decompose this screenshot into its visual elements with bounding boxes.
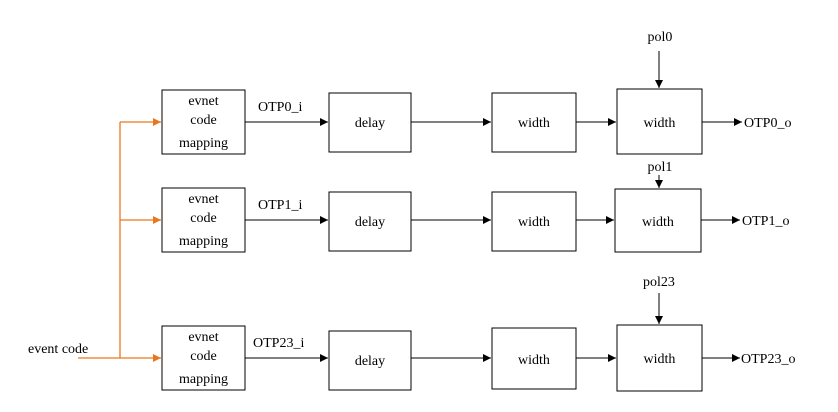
mapping-label-line2: code xyxy=(190,211,216,226)
mapping-box xyxy=(161,325,246,391)
width-box-1 xyxy=(491,92,577,153)
signal-out-label: OTP1_o xyxy=(742,214,789,229)
mapping-label-line2: code xyxy=(190,113,216,128)
width-label-2: width xyxy=(644,352,676,367)
mapping-label-line2: code xyxy=(190,349,216,364)
signal-out-label: OTP0_o xyxy=(744,116,791,131)
width-label-2: width xyxy=(644,116,676,131)
signal-in-label: OTP23_i xyxy=(253,336,304,351)
input-label: event code xyxy=(28,342,88,357)
channel-row: evnet code mapping OTP23_i delay width w… xyxy=(161,275,795,392)
mapping-box xyxy=(161,187,246,253)
width-label-1: width xyxy=(518,116,550,131)
mapping-label-line3: mapping xyxy=(179,234,228,249)
delay-label: delay xyxy=(355,116,385,131)
width-label-2: width xyxy=(642,215,674,230)
mapping-label-line1: evnet xyxy=(188,330,218,345)
pol-label: pol23 xyxy=(643,275,675,290)
signal-in-label: OTP0_i xyxy=(258,100,302,115)
width-box-1 xyxy=(491,327,577,390)
pol-label: pol1 xyxy=(648,160,673,175)
pol-label: pol0 xyxy=(648,30,673,45)
width-box-2 xyxy=(616,324,703,392)
mapping-label-line1: evnet xyxy=(188,192,218,207)
width-label-1: width xyxy=(518,215,550,230)
channel-row: evnet code mapping OTP0_i delay width wi… xyxy=(161,30,791,155)
channel-row: evnet code mapping OTP1_i delay width wi… xyxy=(161,160,789,253)
width-label-1: width xyxy=(518,353,550,368)
delay-box xyxy=(328,330,412,391)
width-box-1 xyxy=(491,191,577,252)
delay-box xyxy=(328,191,412,252)
delay-label: delay xyxy=(355,215,385,230)
input-bus xyxy=(78,118,161,362)
mapping-label-line3: mapping xyxy=(179,372,228,387)
mapping-label-line1: evnet xyxy=(188,94,218,109)
signal-in-label: OTP1_i xyxy=(258,198,302,213)
signal-out-label: OTP23_o xyxy=(741,352,795,367)
mapping-box xyxy=(161,89,246,155)
mapping-label-line3: mapping xyxy=(179,136,228,151)
delay-label: delay xyxy=(355,354,385,369)
